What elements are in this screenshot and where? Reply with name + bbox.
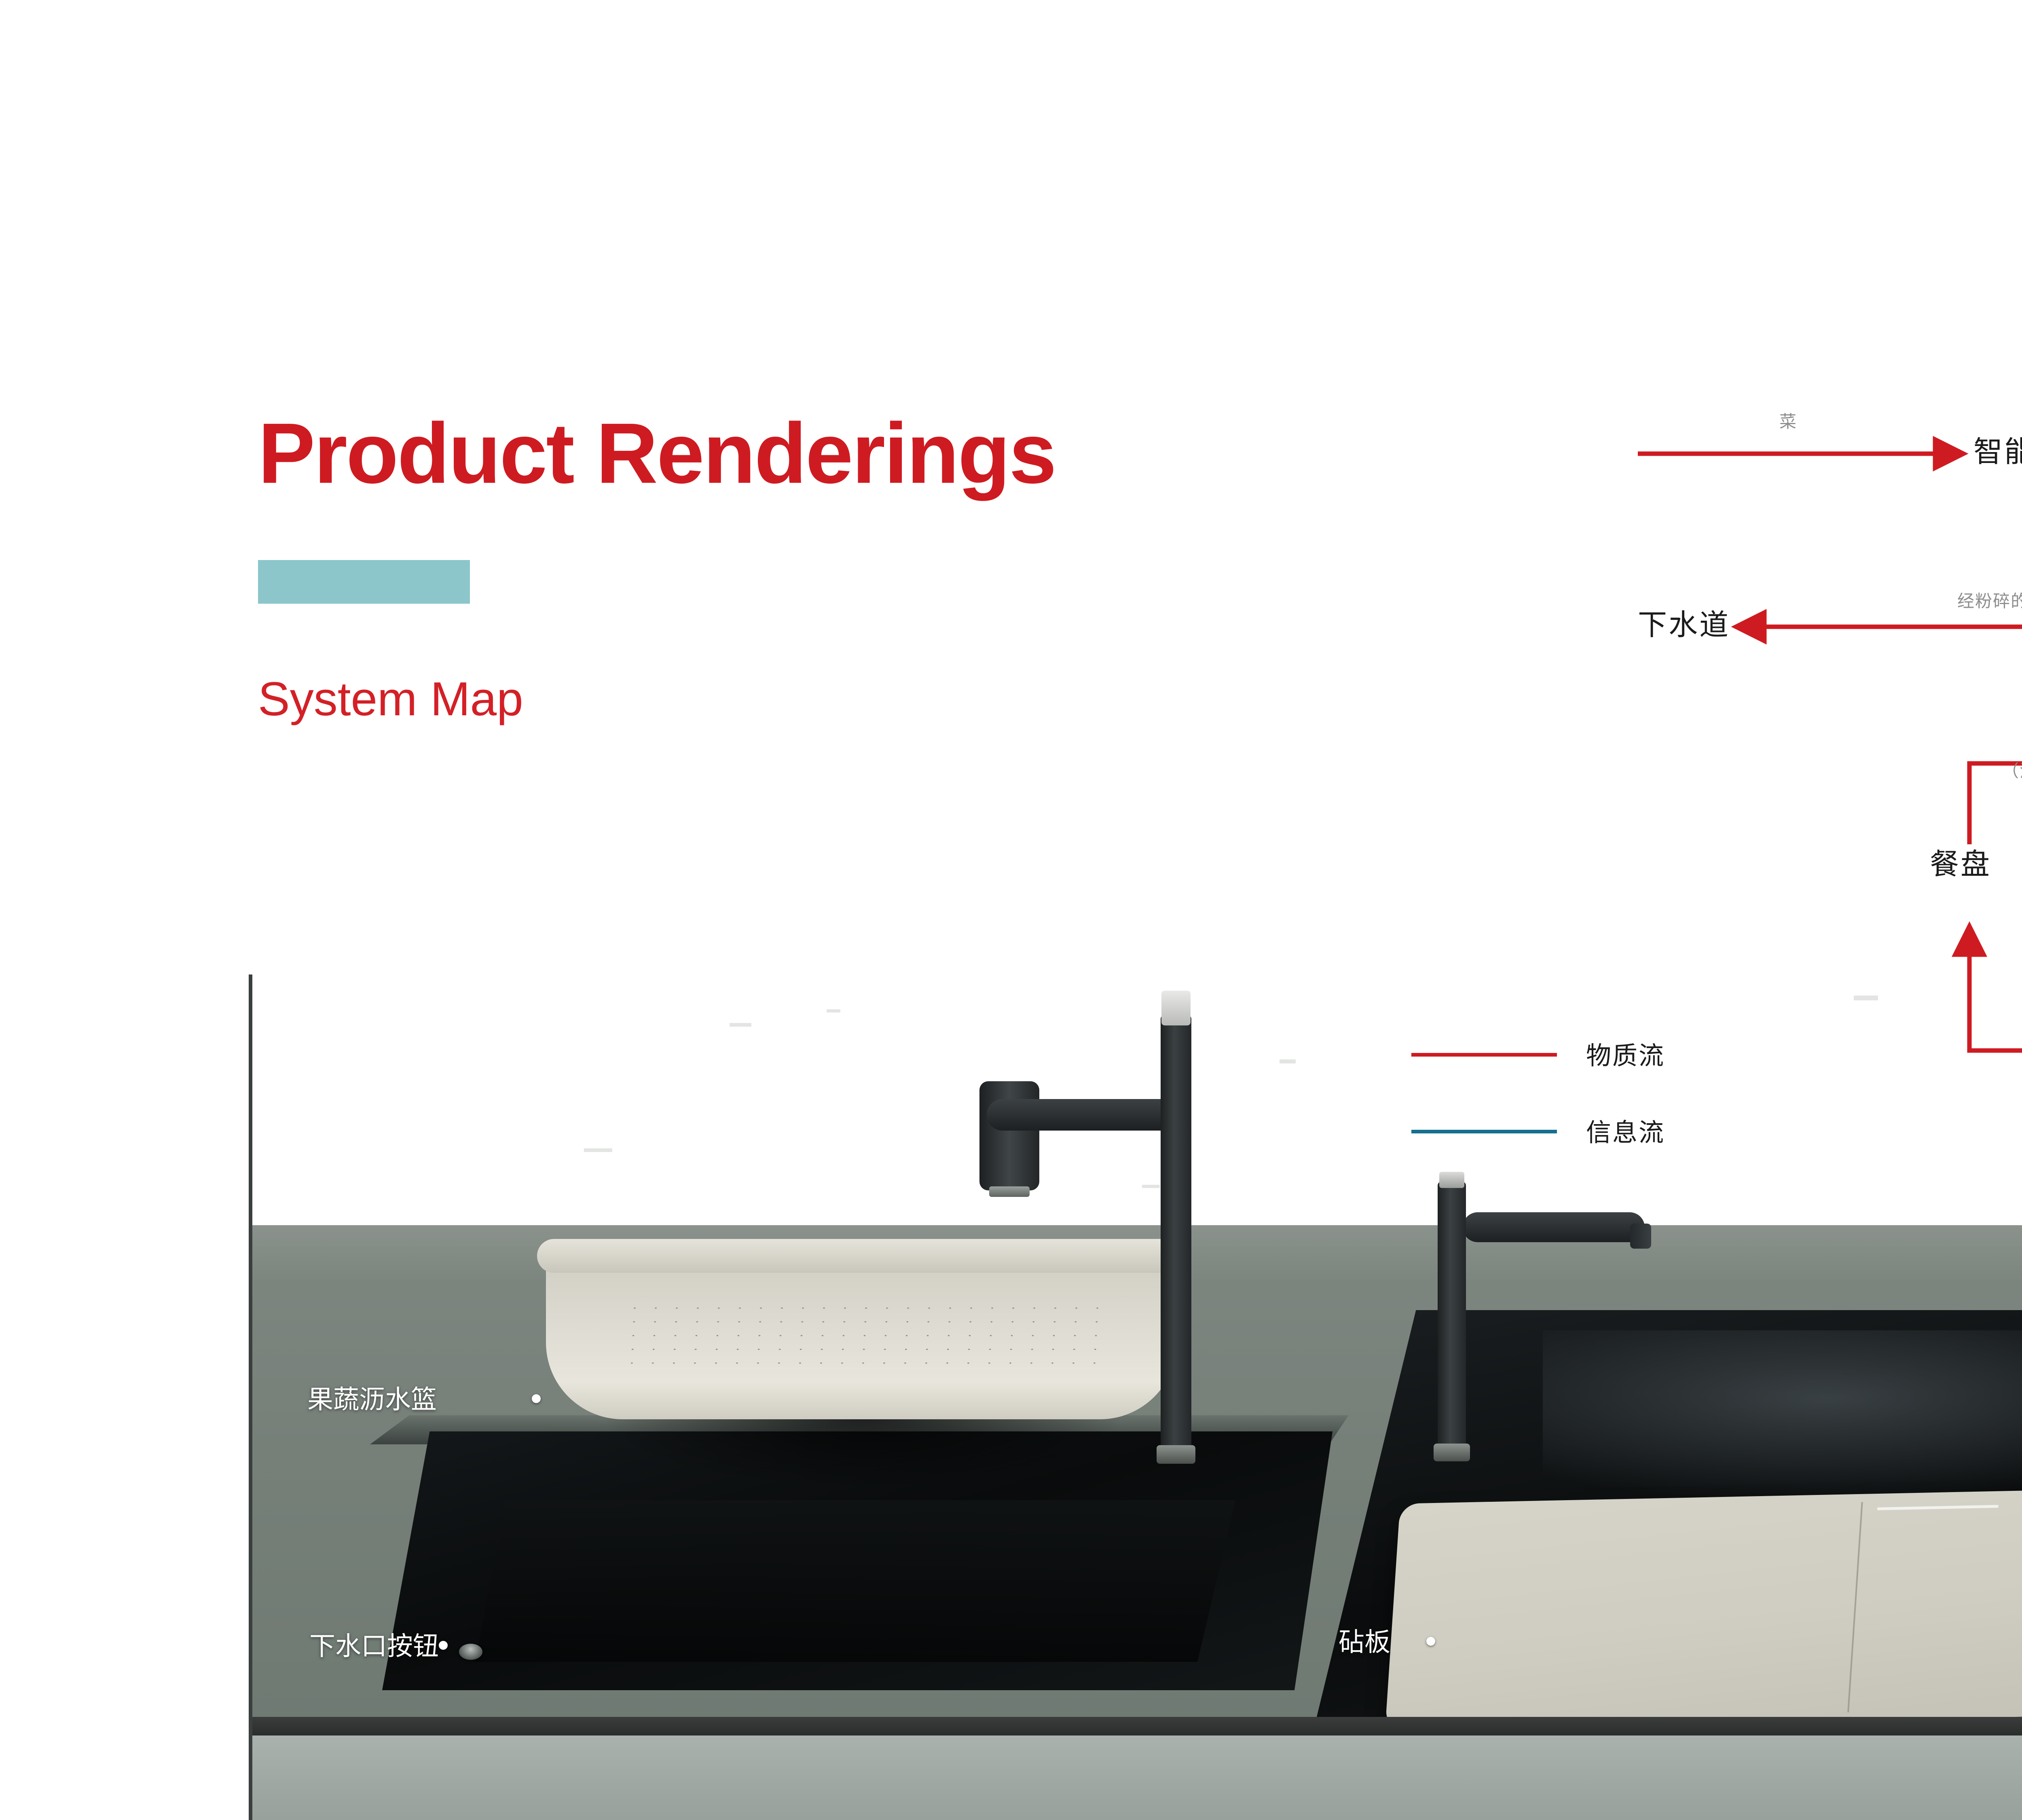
short-faucet-base [1434, 1444, 1470, 1461]
callout-cutting-board-label: 砧板 [1339, 1628, 1390, 1657]
tall-faucet-sensor-tip [989, 1186, 1030, 1197]
page-title: Product Renderings [258, 405, 1057, 501]
basket-rim [537, 1239, 1186, 1273]
drain-button-object[interactable] [459, 1644, 482, 1660]
callout-cutting-board-dot [1426, 1637, 1435, 1646]
subtitle: System Map [258, 672, 523, 726]
cutting-board-object [1385, 1488, 2022, 1730]
node-smart-fridge[interactable]: 智能冰箱 [1973, 436, 2022, 468]
legend-label-material-flow: 物质流 [1586, 1042, 1665, 1070]
cabinet-front-panel [252, 1735, 2022, 1820]
edge-label-sterilize-wash-dishes: （消毒杀菌清洗碗碟） [2002, 761, 2022, 780]
node-sewer[interactable]: 下水道 [1638, 609, 1730, 641]
tall-faucet [979, 991, 1195, 1468]
callout-basket-dot [532, 1394, 541, 1403]
accent-bar [258, 560, 470, 604]
callout-basket-label: 果蔬沥水篮 [307, 1385, 437, 1414]
countertop-front-edge [252, 1717, 2022, 1735]
legend-label-information-flow: 信息流 [1586, 1119, 1665, 1147]
tall-faucet-arm [987, 1099, 1177, 1131]
basket-shadow [607, 1415, 1120, 1488]
short-faucet-arm [1463, 1212, 1645, 1242]
tall-faucet-stem [1161, 1015, 1191, 1452]
edge-label-crushed-food-waste: 经粉碎的食物残渣 [1957, 592, 2022, 611]
photo-left-border [249, 974, 252, 1820]
short-faucet-cap [1439, 1172, 1464, 1188]
right-sink-reflection [1543, 1330, 2022, 1500]
cutting-board-groove [1847, 1502, 1863, 1712]
node-dinner-plate[interactable]: 餐盘 [1930, 848, 1992, 881]
material-flow-line-icon [1411, 1053, 1557, 1057]
title-block: Product Renderings [258, 405, 1057, 501]
cutting-board-highlight [1877, 1505, 1999, 1510]
tall-faucet-base [1157, 1445, 1195, 1464]
fruit-veg-drain-basket-object [537, 1225, 1186, 1488]
callout-drain-button-label: 下水口按钮 [309, 1632, 439, 1661]
system-map-diagram: 智能冰箱 智能控制面板 下水道 智能水槽 杯碟 餐盘 加工台 智能灶台 菜 菜 … [1638, 408, 2022, 1096]
short-faucet-stem [1438, 1182, 1466, 1448]
edge-label-veg-in: 菜 [1779, 412, 1798, 431]
callout-drain-button-dot [439, 1641, 448, 1650]
short-faucet [1434, 1172, 1651, 1471]
basket-perforations [621, 1301, 1114, 1370]
tall-faucet-cap [1161, 991, 1191, 1025]
product-photo: 下水口按钮 果蔬沥水篮 砧板 [249, 974, 2022, 1820]
left-sink-basin-inner [475, 1500, 1235, 1662]
information-flow-line-icon [1411, 1130, 1557, 1133]
tall-faucet-sensor-head [979, 1081, 1039, 1190]
flow-arrows [1638, 436, 2022, 1053]
short-faucet-spout [1630, 1224, 1651, 1249]
